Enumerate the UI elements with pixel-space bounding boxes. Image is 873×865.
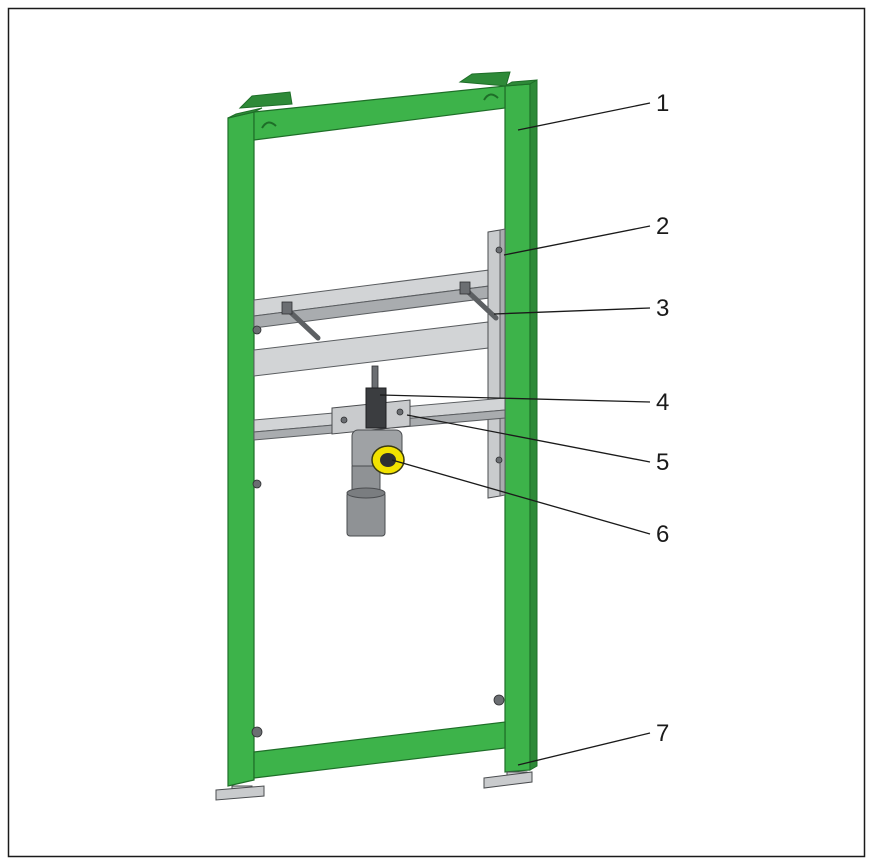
green-frame [215,71,538,801]
leader-5 [406,414,651,463]
leader-6 [391,459,651,535]
callout-1: 1 [656,90,669,117]
callout-labels: 1 2 3 4 5 6 7 [656,90,669,747]
leader-2 [503,225,651,256]
leader-3 [493,307,651,315]
waste-fitting-assembly [253,365,506,537]
callout-6: 6 [656,521,669,548]
callout-5: 5 [656,449,669,476]
callout-2: 2 [656,213,669,240]
frame-bolts [251,246,505,738]
figure-border [7,7,866,858]
upper-mounting-rails [253,228,506,499]
leader-4 [379,394,651,403]
leader-lines [379,102,651,766]
leader-7 [517,732,651,766]
leader-1 [517,102,651,131]
callout-4: 4 [656,389,669,416]
callout-3: 3 [656,295,669,322]
callout-7: 7 [656,720,669,747]
